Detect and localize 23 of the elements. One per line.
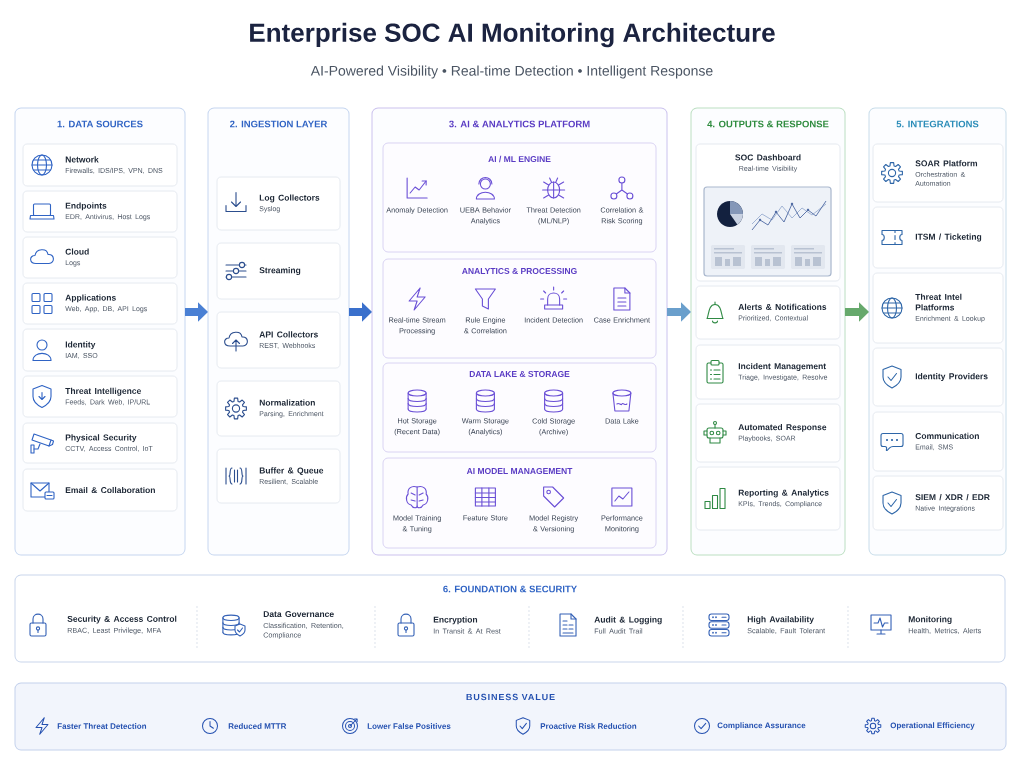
section-heading: DATA LAKE & STORAGE xyxy=(469,371,570,377)
section-heading: ANALYTICS & PROCESSING xyxy=(462,268,577,274)
section-heading: AI MODEL MANAGEMENT xyxy=(466,468,573,474)
subtitle: AI-Powered Visibility • Real-time Detection • Intelligent Response xyxy=(310,65,713,79)
benefit-label: Proactive Risk Reduction xyxy=(540,723,637,729)
benefit-label: Lower False Positives xyxy=(367,723,451,729)
card: ITSM / Ticketing xyxy=(872,206,1004,269)
section-heading: AI / ML ENGINE xyxy=(488,155,551,163)
column-heading: 1. DATA SOURCES xyxy=(57,120,143,128)
card: Streaming xyxy=(216,242,341,300)
card: Email & Collaboration xyxy=(22,468,178,512)
title: Enterprise SOC AI Monitoring Architecture xyxy=(250,22,775,48)
column-heading: 3. AI & ANALYTICS PLATFORM xyxy=(449,120,590,128)
column-heading: 2. INGESTION LAYER xyxy=(230,120,328,128)
benefit-label: Faster Threat Detection xyxy=(57,723,147,729)
column-heading: 4. OUTPUTS & RESPONSE xyxy=(707,120,829,128)
benefit-label: Operational Efficiency xyxy=(890,722,975,730)
benefit-label: Reduced MTTR xyxy=(228,723,287,729)
panel-heading: BUSINESS VALUE xyxy=(466,693,555,701)
benefit-label: Compliance Assurance xyxy=(717,722,806,730)
column-heading: 5. INTEGRATIONS xyxy=(896,120,979,128)
card: Identity Providers xyxy=(872,347,1004,407)
panel-heading: 6. FOUNDATION & SECURITY xyxy=(443,585,577,593)
